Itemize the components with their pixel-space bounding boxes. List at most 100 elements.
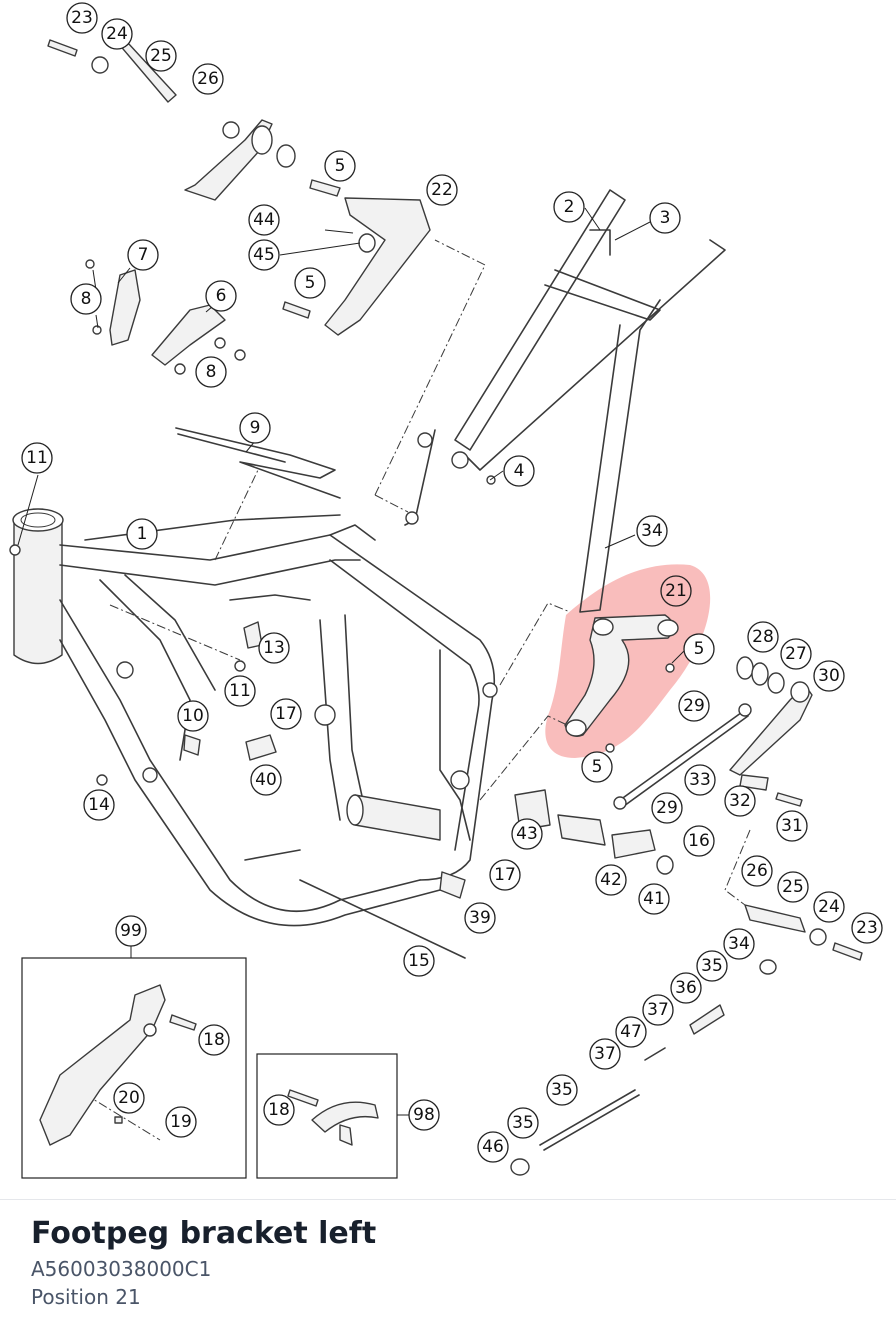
callout-34[interactable]: 34 [723, 928, 755, 960]
svg-text:26: 26 [197, 69, 219, 89]
svg-text:11: 11 [229, 681, 251, 701]
callout-46[interactable]: 46 [477, 1131, 509, 1163]
callout-35[interactable]: 35 [696, 950, 728, 982]
svg-text:17: 17 [275, 704, 297, 724]
callout-11[interactable]: 11 [224, 675, 256, 707]
svg-text:21: 21 [665, 581, 687, 601]
svg-text:14: 14 [88, 795, 110, 815]
callout-23[interactable]: 23 [66, 2, 98, 34]
inset-box-99 [21, 957, 247, 1179]
callout-40[interactable]: 40 [250, 764, 282, 796]
svg-text:22: 22 [431, 180, 453, 200]
callout-18[interactable]: 18 [263, 1094, 295, 1126]
callout-29[interactable]: 29 [678, 690, 710, 722]
callout-29[interactable]: 29 [651, 792, 683, 824]
callout-20[interactable]: 20 [113, 1082, 145, 1114]
svg-text:3: 3 [660, 208, 671, 228]
callout-8[interactable]: 8 [195, 356, 227, 388]
svg-text:8: 8 [81, 289, 92, 309]
svg-text:10: 10 [182, 706, 204, 726]
callout-42[interactable]: 42 [595, 864, 627, 896]
svg-text:34: 34 [641, 521, 663, 541]
callout-14[interactable]: 14 [83, 789, 115, 821]
callout-35[interactable]: 35 [507, 1107, 539, 1139]
callout-3[interactable]: 3 [649, 202, 681, 234]
svg-text:24: 24 [818, 897, 840, 917]
callout-11[interactable]: 11 [21, 442, 53, 474]
svg-text:47: 47 [620, 1022, 642, 1042]
shift-rod-pedal [613, 656, 813, 810]
callout-44[interactable]: 44 [248, 204, 280, 236]
callout-35[interactable]: 35 [546, 1074, 578, 1106]
callout-33[interactable]: 33 [684, 764, 716, 796]
callout-31[interactable]: 31 [776, 810, 808, 842]
svg-text:15: 15 [408, 951, 430, 971]
callout-5[interactable]: 5 [294, 267, 326, 299]
callout-1[interactable]: 1 [126, 518, 158, 550]
callout-98[interactable]: 98 [408, 1099, 440, 1131]
callout-2[interactable]: 2 [553, 191, 585, 223]
rear-subframe [404, 189, 726, 613]
callout-leaders [17, 207, 686, 664]
callout-19[interactable]: 19 [165, 1106, 197, 1138]
callout-30[interactable]: 30 [813, 660, 845, 692]
svg-text:41: 41 [643, 889, 665, 909]
callout-45[interactable]: 45 [248, 239, 280, 271]
callout-37[interactable]: 37 [589, 1038, 621, 1070]
svg-text:40: 40 [255, 770, 277, 790]
callout-13[interactable]: 13 [258, 632, 290, 664]
svg-text:24: 24 [106, 24, 128, 44]
callout-36[interactable]: 36 [670, 972, 702, 1004]
part-position: Position 21 [31, 1285, 141, 1309]
svg-text:13: 13 [263, 638, 285, 658]
svg-text:23: 23 [856, 918, 878, 938]
callout-24[interactable]: 24 [813, 891, 845, 923]
callout-37[interactable]: 37 [642, 994, 674, 1026]
pivot-parts [514, 789, 674, 875]
callout-6[interactable]: 6 [205, 280, 237, 312]
callout-39[interactable]: 39 [464, 902, 496, 934]
callout-47[interactable]: 47 [615, 1016, 647, 1048]
callout-27[interactable]: 27 [780, 638, 812, 670]
svg-text:23: 23 [71, 8, 93, 28]
exploded-parts-diagram: 23 24 25 26 5 22 2 3 44 45 7 8 6 5 8 9 4… [9, 2, 883, 1179]
svg-text:2: 2 [564, 197, 575, 217]
sidestand-inset [39, 984, 197, 1146]
svg-text:18: 18 [203, 1030, 225, 1050]
main-frame [12, 508, 498, 927]
svg-text:42: 42 [600, 870, 622, 890]
svg-text:8: 8 [206, 362, 217, 382]
callout-28[interactable]: 28 [747, 621, 779, 653]
callout-8[interactable]: 8 [70, 283, 102, 315]
callout-10[interactable]: 10 [177, 700, 209, 732]
callout-41[interactable]: 41 [638, 883, 670, 915]
svg-text:9: 9 [250, 418, 261, 438]
callout-26[interactable]: 26 [192, 63, 224, 95]
part-title: Footpeg bracket left [31, 1216, 377, 1251]
svg-text:35: 35 [701, 956, 723, 976]
callout-17[interactable]: 17 [270, 698, 302, 730]
callout-32[interactable]: 32 [724, 785, 756, 817]
callout-26[interactable]: 26 [741, 855, 773, 887]
callout-9[interactable]: 9 [239, 412, 271, 444]
callout-25[interactable]: 25 [145, 40, 177, 72]
callout-25[interactable]: 25 [777, 871, 809, 903]
callout-43[interactable]: 43 [511, 818, 543, 850]
callout-7[interactable]: 7 [127, 239, 159, 271]
callout-16[interactable]: 16 [683, 825, 715, 857]
callout-5[interactable]: 5 [683, 633, 715, 665]
callout-23[interactable]: 23 [851, 912, 883, 944]
callout-24[interactable]: 24 [101, 18, 133, 50]
callout-4[interactable]: 4 [503, 455, 535, 487]
callout-5[interactable]: 5 [324, 150, 356, 182]
callout-17[interactable]: 17 [489, 859, 521, 891]
callouts: 23 24 25 26 5 22 2 3 44 45 7 8 6 5 8 9 4… [21, 2, 883, 1163]
callout-5[interactable]: 5 [581, 751, 613, 783]
callout-18[interactable]: 18 [198, 1024, 230, 1056]
callout-99[interactable]: 99 [115, 915, 147, 947]
engine-bracket [282, 179, 431, 336]
callout-34[interactable]: 34 [636, 515, 668, 547]
callout-21-selected[interactable]: 21 [660, 575, 692, 607]
callout-15[interactable]: 15 [403, 945, 435, 977]
callout-22[interactable]: 22 [426, 174, 458, 206]
